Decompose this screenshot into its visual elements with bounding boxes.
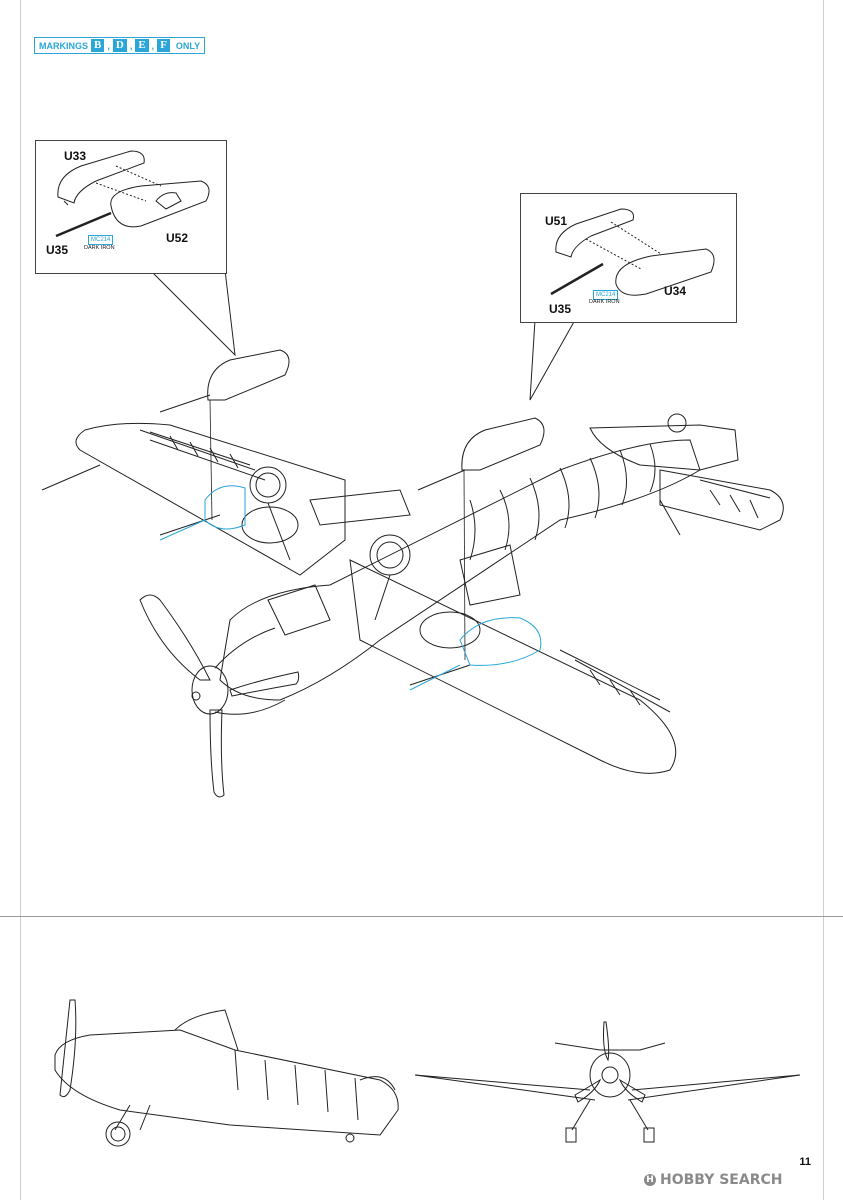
hobby-search-logo-icon: H	[644, 1174, 656, 1186]
marking-letter-e: E	[135, 39, 149, 52]
part-label-rod: U35	[549, 302, 572, 316]
left-frame-line	[20, 0, 21, 1200]
aircraft-main	[41, 413, 784, 798]
paint-code-right: MC214	[593, 290, 619, 300]
paint-name-left: DARK IRON	[84, 245, 115, 251]
part-pod	[110, 180, 210, 228]
marking-letter-b: B	[91, 39, 105, 52]
part-upper-fairing	[57, 150, 145, 204]
part-label-pod: U52	[166, 231, 189, 245]
cannon-area-highlight	[159, 485, 542, 691]
part-label-pod: U34	[664, 284, 687, 298]
markings-prefix: MARKINGS	[39, 40, 88, 51]
part-upper-fairing	[555, 208, 634, 258]
right-frame-line	[823, 0, 824, 1200]
marking-letter-f: F	[157, 39, 170, 52]
detail-left-drawing	[55, 150, 210, 238]
page-number: 11	[799, 1156, 811, 1168]
markings-suffix: ONLY	[175, 40, 201, 51]
detail-callout-right: U51 U35 U34 MC214 DARK IRON	[520, 193, 737, 323]
profile-side-view	[54, 999, 399, 1147]
paint-code-left: MC214	[88, 235, 114, 245]
left-callout-leader	[149, 269, 236, 357]
cannon-pod-right-installed	[417, 417, 545, 491]
watermark-text: HOBBY SEARCH	[660, 1172, 783, 1188]
paint-name-right: DARK IRON	[589, 299, 620, 305]
part-rod	[550, 262, 604, 296]
part-label-upper: U33	[64, 149, 87, 163]
markings-badge: MARKINGS B, D, E, F ONLY	[34, 37, 206, 54]
part-label-upper: U51	[545, 214, 568, 228]
part-label-rod: U35	[46, 243, 69, 257]
cannon-pod-left-installed	[159, 349, 290, 413]
profile-front-view	[414, 1021, 801, 1143]
watermark: H HOBBY SEARCH	[644, 1172, 782, 1188]
part-pod	[615, 248, 715, 296]
marking-letter-d: D	[112, 39, 127, 52]
detail-callout-left: U33 U35 U52 MC214 DARK IRON	[35, 140, 227, 274]
detail-right-drawing	[550, 208, 715, 296]
part-rod	[55, 211, 112, 238]
section-divider	[0, 916, 843, 917]
right-callout-leader	[529, 319, 576, 401]
